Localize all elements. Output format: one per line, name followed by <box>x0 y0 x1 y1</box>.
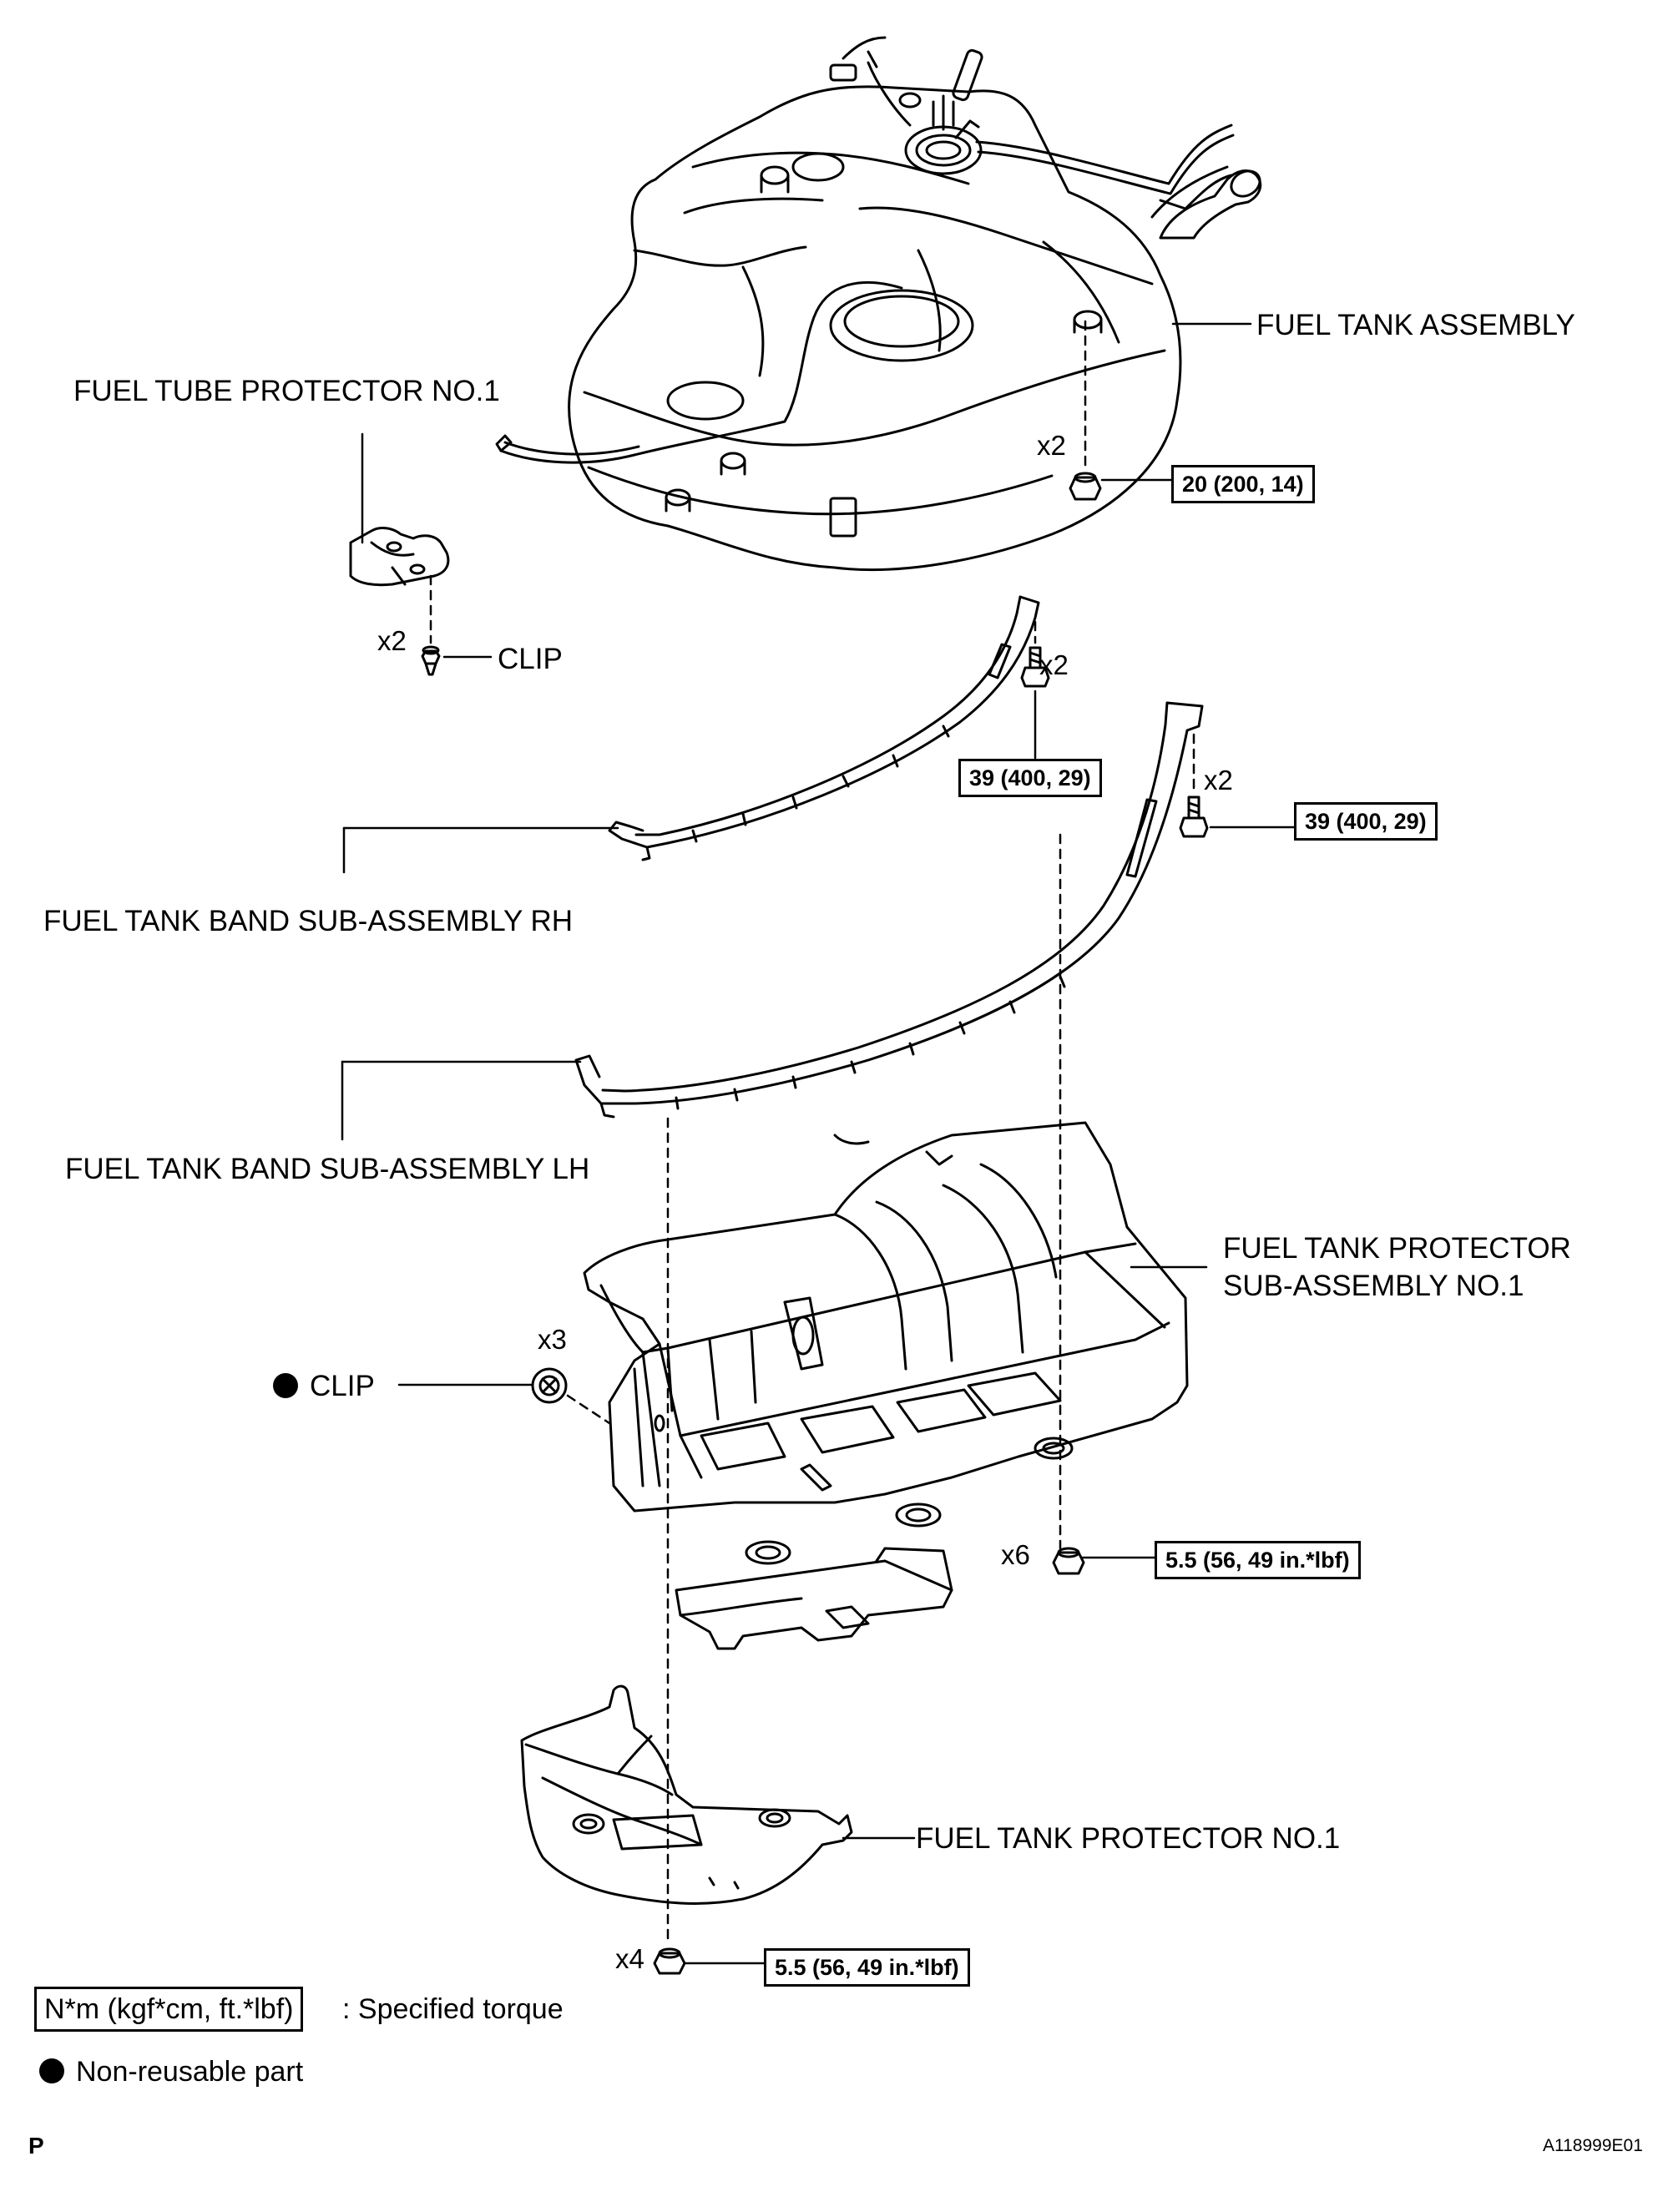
label-fuel-tank-band-rh: FUEL TANK BAND SUB-ASSEMBLY RH <box>43 905 574 937</box>
fuel-tube-protector-drawing <box>349 527 450 587</box>
label-fuel-tank-protector-no1: FUEL TANK PROTECTOR NO.1 <box>916 1822 1341 1855</box>
label-fuel-tube-protector: FUEL TUBE PROTECTOR NO.1 <box>73 375 500 407</box>
leader-lines <box>341 322 1296 1965</box>
torque-box-band-lh: 39 (400, 29) <box>1294 802 1438 841</box>
nonreusable-dot-icon <box>273 1373 298 1398</box>
torque-box-protector-sub: 5.5 (56, 49 in.*lbf) <box>1155 1541 1361 1579</box>
qty-tube-clip: x2 <box>377 625 407 656</box>
legend-torque-description: : Specified torque <box>342 1993 564 2025</box>
legend-torque-unit-box: N*m (kgf*cm, ft.*lbf) <box>34 1987 304 2032</box>
qty-protector-no1-nut: x4 <box>615 1943 644 1974</box>
torque-box-tank: 20 (200, 14) <box>1171 465 1315 503</box>
footer-figure-id: A118999E01 <box>1543 2136 1643 2155</box>
footer-left-code: P <box>28 2133 44 2159</box>
legend-nonreusable-dot-icon <box>39 2058 64 2083</box>
label-clip: CLIP <box>498 643 563 675</box>
qty-band-rh-bolt: x2 <box>1039 649 1069 680</box>
legend-nonreusable-text: Non-reusable part <box>76 2056 304 2088</box>
torque-box-protector-no1: 5.5 (56, 49 in.*lbf) <box>764 1948 970 1987</box>
torque-box-band-rh: 39 (400, 29) <box>958 759 1102 797</box>
fuel-tank-assembly-drawing <box>495 36 1262 572</box>
qty-protector-sub-nut: x6 <box>1001 1539 1030 1570</box>
fuel-tank-band-rh-drawing <box>608 595 1040 861</box>
fuel-tank-band-lh-drawing <box>574 701 1204 1119</box>
label-fuel-tank-assembly: FUEL TANK ASSEMBLY <box>1256 309 1575 341</box>
qty-band-lh-bolt: x2 <box>1204 765 1233 795</box>
fasteners <box>421 472 1209 1975</box>
label-fuel-tank-protector-sub-assembly-line2: SUB-ASSEMBLY NO.1 <box>1223 1270 1524 1302</box>
label-nonreusable-clip: CLIP <box>273 1371 375 1401</box>
label-fuel-tank-band-lh: FUEL TANK BAND SUB-ASSEMBLY LH <box>65 1153 590 1185</box>
label-fuel-tank-protector-sub-assembly-line1: FUEL TANK PROTECTOR <box>1223 1232 1571 1265</box>
qty-tank-nut: x2 <box>1037 430 1066 461</box>
qty-clip: x3 <box>538 1324 567 1355</box>
dashed-alignment-lines <box>429 320 1195 1947</box>
fuel-tank-protector-no1-drawing <box>520 1684 853 1905</box>
label-nonreusable-clip-text: CLIP <box>310 1370 375 1402</box>
legend-nonreusable: Non-reusable part <box>39 2058 303 2086</box>
fuel-tank-protector-sub-assembly-drawing <box>583 1121 1189 1650</box>
